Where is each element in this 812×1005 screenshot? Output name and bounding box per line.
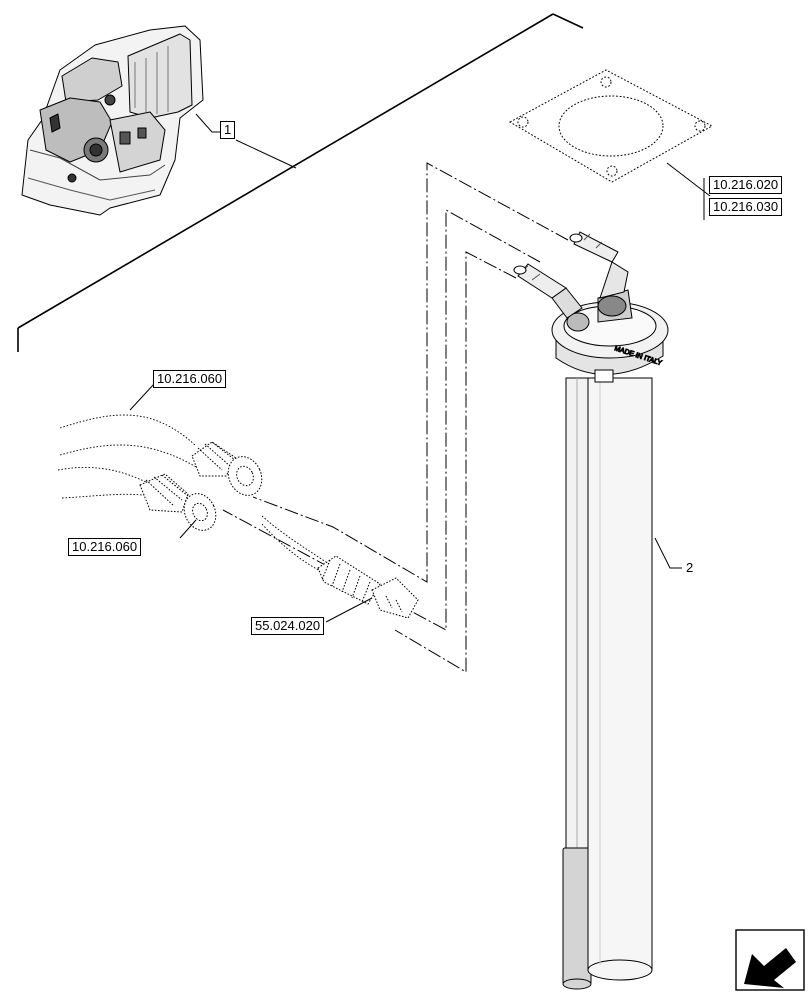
- item-2-leader: [654, 537, 682, 569]
- leader-lines: [129, 178, 705, 623]
- transmission-thumbnail: [21, 25, 204, 216]
- gasket: [508, 69, 714, 183]
- ref-hose-upper[interactable]: 10.216.060: [153, 370, 227, 388]
- callout-1-leader: [195, 113, 297, 169]
- routing-guides: [222, 162, 569, 673]
- arrow-navigation-icon[interactable]: [735, 929, 805, 991]
- callout-item-1[interactable]: 1: [220, 121, 236, 139]
- ref-hose-lower[interactable]: 10.216.060: [68, 538, 142, 556]
- hose-connector-lower: [139, 473, 217, 531]
- ref-gasket-a[interactable]: 10.216.020: [709, 176, 783, 194]
- gasket-leader: [666, 162, 711, 197]
- ref-gasket-b[interactable]: 10.216.030: [709, 198, 783, 216]
- wiring-harness: [57, 414, 327, 573]
- perspective-frame: [17, 13, 584, 352]
- ref-connector[interactable]: 55.024.020: [251, 617, 325, 635]
- callout-item-2[interactable]: 2: [686, 560, 694, 575]
- fuel-level-sender: MADE IN ITALY: [513, 231, 669, 990]
- hose-connector-upper: [191, 441, 263, 496]
- electrical-connector: [317, 555, 419, 619]
